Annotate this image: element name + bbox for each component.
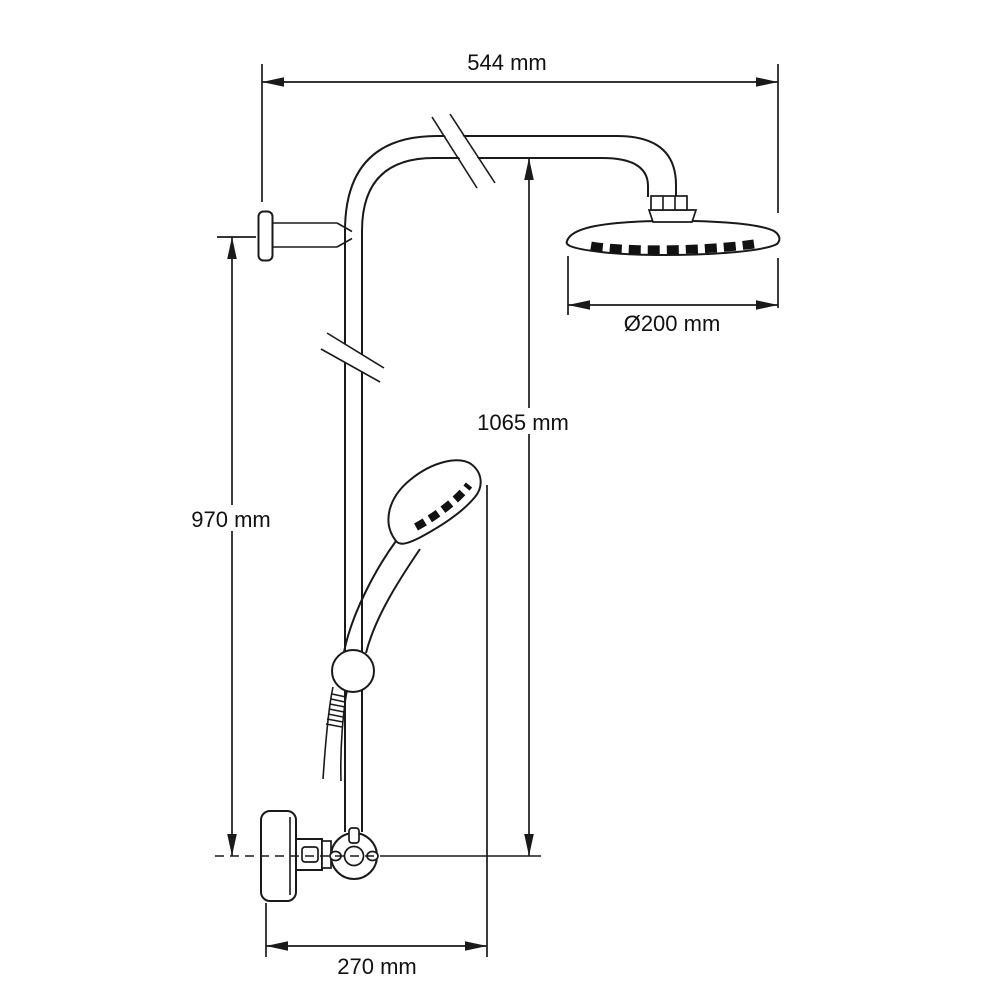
dimension-label-bracket-height: 970 mm xyxy=(191,507,270,532)
dimension-overall-width: 544 mm xyxy=(261,50,779,308)
hand-shower xyxy=(343,459,482,654)
shower-hose xyxy=(322,686,348,782)
hand-shower-head xyxy=(387,459,482,545)
dimension-riser-height: 1065 mm xyxy=(477,158,571,856)
dimension-label-overall-width: 544 mm xyxy=(467,50,546,75)
dimension-bracket-height: 970 mm xyxy=(188,236,276,856)
dimension-label-riser-height: 1065 mm xyxy=(477,410,569,435)
dimension-projection: 270 mm xyxy=(265,485,488,979)
hand-shower-holder xyxy=(331,649,375,693)
dimension-head-diameter: Ø200 mm xyxy=(567,256,778,336)
valve-top-notch xyxy=(348,827,360,844)
spray-nozzle-band xyxy=(590,239,755,255)
wall-bracket xyxy=(257,210,353,262)
dimension-label-projection: 270 mm xyxy=(337,954,416,979)
head-flange xyxy=(647,209,698,223)
hand-spray-band xyxy=(414,482,473,531)
pipe-break-marks xyxy=(320,111,496,383)
head-nut xyxy=(650,195,688,211)
dimension-label-head-diameter: Ø200 mm xyxy=(624,311,721,336)
hand-shower-handle xyxy=(343,540,397,653)
riser-pipe xyxy=(344,135,677,832)
overhead-shower-head xyxy=(565,195,781,257)
